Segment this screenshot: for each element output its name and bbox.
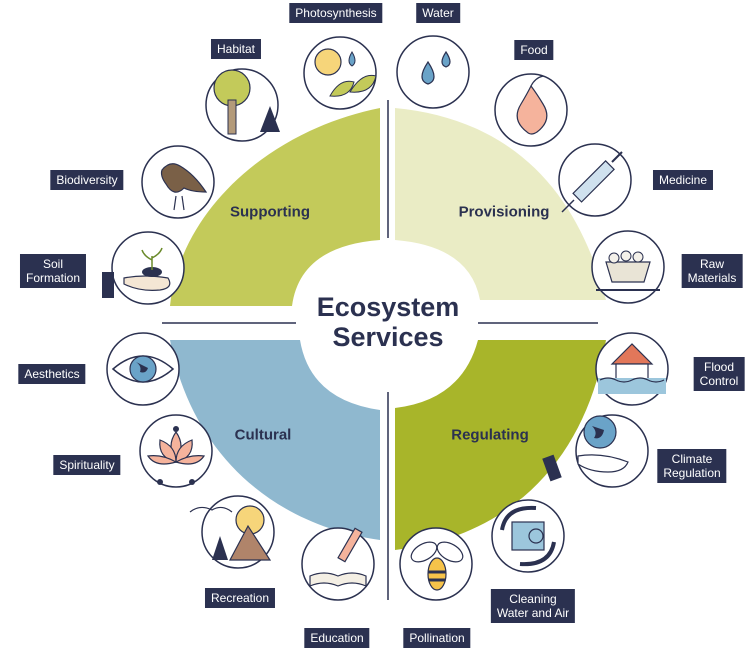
biodiversity-icon [141, 145, 215, 219]
soil-formation-icon [102, 231, 185, 305]
sector-title-regulating: Regulating [451, 426, 529, 444]
water-icon [396, 35, 470, 109]
label-flood-control: Flood Control [693, 357, 745, 391]
sector-supporting [170, 108, 380, 306]
label-climate-regulation-line1: Climate [671, 452, 713, 466]
flood-control-icon [595, 332, 669, 406]
label-medicine: Medicine [652, 170, 714, 190]
sector-title-supporting: Supporting [230, 203, 310, 221]
label-water: Water [416, 3, 460, 23]
label-biodiversity: Biodiversity [50, 170, 124, 190]
aesthetics-icon [106, 332, 180, 406]
label-raw-materials-line1: Raw [699, 257, 724, 271]
label-food: Food [514, 40, 554, 60]
medicine-icon [558, 143, 632, 217]
center-title-line1: Ecosystem [316, 292, 460, 322]
label-raw-materials: Raw Materials [681, 254, 743, 288]
sector-provisioning [395, 108, 606, 300]
label-recreation: Recreation [204, 588, 276, 608]
cleaning-icon [491, 499, 565, 573]
sector-title-cultural: Cultural [234, 426, 292, 444]
label-habitat: Habitat [210, 39, 262, 59]
label-flood-control-line2: Control [699, 374, 739, 388]
label-raw-materials-line2: Materials [687, 271, 737, 285]
climate-regulation-icon [542, 414, 649, 488]
center-title-line2: Services [332, 322, 444, 352]
label-soil-formation-line2: Formation [25, 271, 81, 285]
label-pollination: Pollination [403, 628, 471, 648]
label-soil-formation: Soil Formation [19, 254, 87, 288]
label-photosynthesis: Photosynthesis [289, 3, 383, 23]
photosynthesis-icon [303, 36, 377, 110]
pollination-icon [399, 527, 473, 601]
label-education: Education [304, 628, 370, 648]
raw-materials-icon [591, 230, 665, 304]
label-cleaning-line1: Cleaning [509, 592, 557, 606]
habitat-icon [205, 68, 280, 142]
label-cleaning-water-and-air: Cleaning Water and Air [490, 589, 576, 623]
food-icon [494, 73, 568, 147]
spirituality-icon [139, 414, 213, 488]
sector-regulating [395, 340, 606, 550]
sector-cultural [170, 340, 380, 540]
education-icon [301, 527, 375, 601]
recreation-icon [189, 495, 275, 569]
label-spirituality: Spirituality [53, 455, 121, 475]
label-climate-regulation: Climate Regulation [657, 449, 727, 483]
center-title: Ecosystem Services [317, 292, 460, 352]
sector-title-provisioning: Provisioning [458, 203, 550, 221]
label-cleaning-line2: Water and Air [496, 606, 570, 620]
label-aesthetics: Aesthetics [18, 364, 86, 384]
label-flood-control-line1: Flood [703, 360, 735, 374]
label-soil-formation-line1: Soil [42, 257, 63, 271]
label-climate-regulation-line2: Regulation [663, 466, 721, 480]
